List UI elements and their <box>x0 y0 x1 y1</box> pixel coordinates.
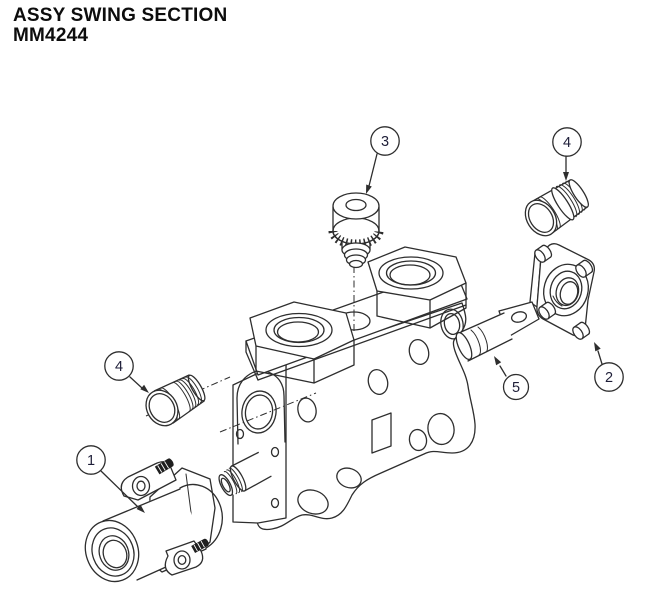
balloon-1[interactable]: 1 <box>76 445 145 513</box>
flange-plate-part <box>529 243 595 340</box>
knurled-knob-part <box>328 192 384 269</box>
assembly-number: MM4244 <box>13 25 89 46</box>
flange-stud <box>538 301 557 320</box>
plug-part-right <box>524 179 589 237</box>
socket-screw <box>191 538 209 553</box>
balloon-label: 4 <box>563 135 571 151</box>
balloon-label: 4 <box>115 359 123 375</box>
assembly-name: ASSY SWING SECTION <box>13 5 228 26</box>
balloon-label: 3 <box>381 134 389 150</box>
valve-body <box>145 246 476 531</box>
balloon-2[interactable]: 2 <box>594 342 624 392</box>
page-title: ASSY SWING SECTION MM4244 <box>13 6 227 46</box>
balloon-4-left[interactable]: 4 <box>104 351 149 393</box>
plug-part-left <box>145 374 206 427</box>
flange-stud <box>575 259 594 278</box>
balloon-4-right[interactable]: 4 <box>552 127 582 181</box>
highlight-ring <box>502 373 530 401</box>
port-boss <box>218 451 272 497</box>
balloon-label: 5 <box>512 380 520 396</box>
spool-link-part <box>455 301 540 362</box>
socket-screw <box>154 458 174 475</box>
cap-end-part <box>84 458 223 583</box>
balloon-label: 2 <box>605 370 613 386</box>
balloon-5-highlighted[interactable]: 5 <box>494 356 530 401</box>
flange-stud <box>534 244 553 263</box>
balloon-label: 1 <box>87 453 95 469</box>
flange-stud <box>572 321 591 340</box>
balloon-3[interactable]: 3 <box>366 126 400 194</box>
